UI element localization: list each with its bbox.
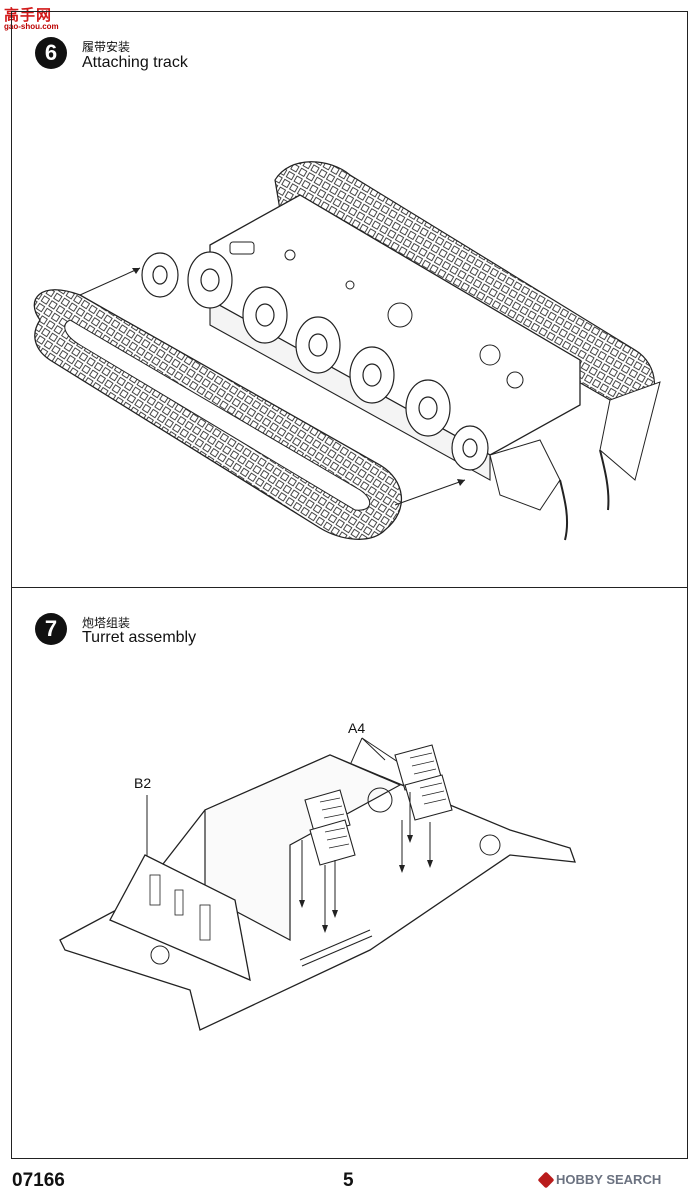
step-6-illustration [33,161,661,541]
step-7-illustration [59,737,576,1031]
step-7-title-cn: 炮塔组装 [82,616,131,630]
watermark-url: gao-shou.com [4,22,59,31]
part-a4-4 [404,774,453,821]
step-6-title-en: Attaching track [82,54,188,71]
callout-b2: B2 [134,775,152,791]
hobby-search-logo: HOBBY SEARCH [537,1171,662,1188]
product-code: 07166 [12,1170,65,1191]
section-divider [11,587,688,588]
step-7-badge: 7 [35,613,67,645]
step-6-title-cn: 履带安装 [82,40,131,54]
page-number: 5 [343,1170,354,1191]
hobby-search-text: HOBBY SEARCH [556,1172,662,1187]
front-plate-b2 [109,854,251,982]
part-a4-2 [309,819,356,866]
step-6-badge: 6 [35,37,67,69]
hobby-search-mark-icon [537,1171,555,1188]
callout-a4: A4 [348,720,366,736]
page-frame [11,11,688,1159]
step-7-title-en: Turret assembly [82,629,197,646]
